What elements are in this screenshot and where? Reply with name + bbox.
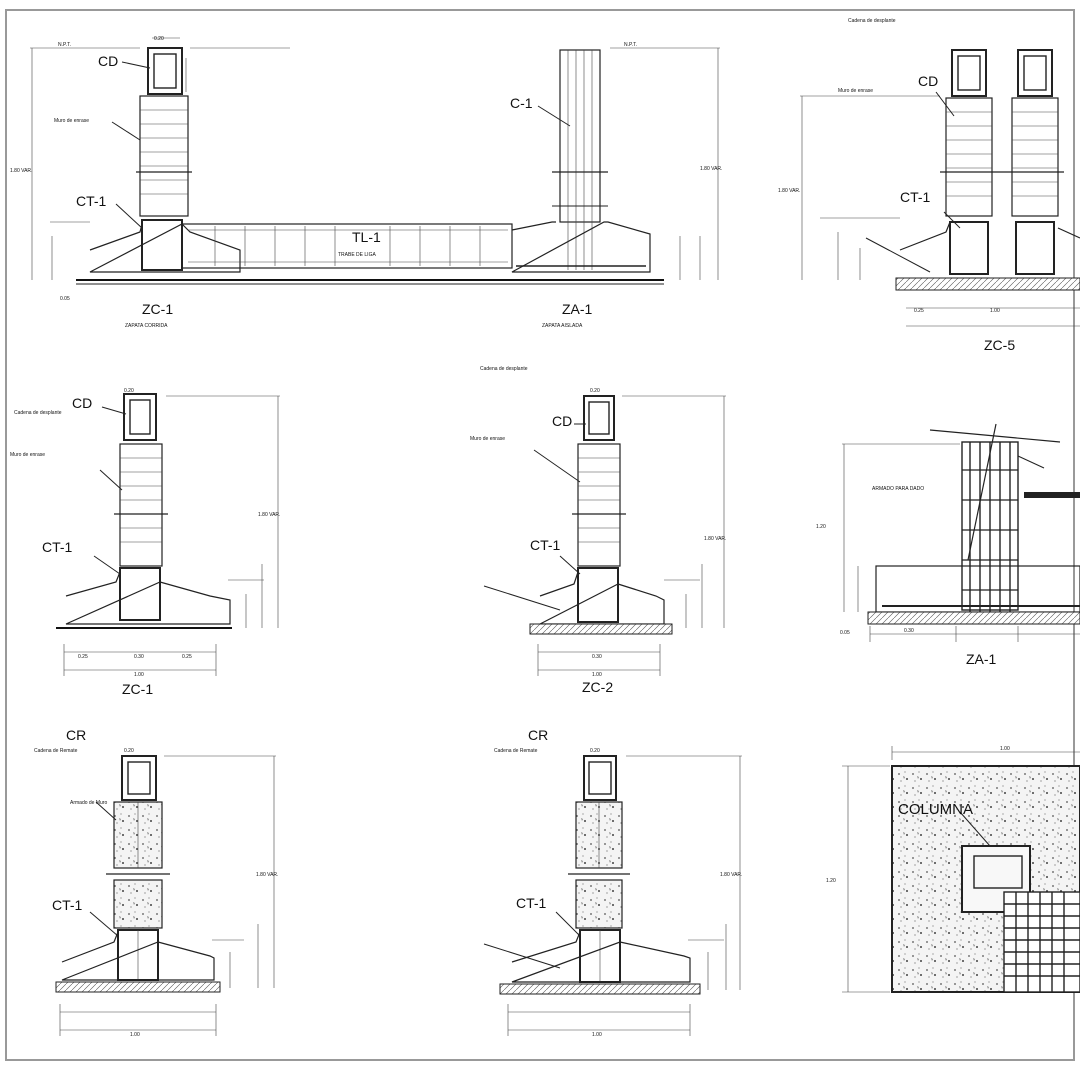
section-cr-center xyxy=(483,755,742,1036)
subtitle-zapata-corrida: ZAPATA CORRIDA xyxy=(125,323,168,329)
dim-180-2: 1.80 VAR. xyxy=(700,166,722,172)
label-columna: COLUMNA xyxy=(898,801,973,818)
note-armado-dado: ARMADO PARA DADO xyxy=(872,486,924,492)
dim-180-1: 1.80 VAR. xyxy=(10,168,32,174)
note-muro-enrase-zc2: Muro de enrase xyxy=(470,436,505,442)
label-cd-zc5: CD xyxy=(918,73,938,89)
dim-100-zc1: 1.00 xyxy=(134,672,144,678)
sheet-frame xyxy=(5,9,1075,1061)
dim-025-zc5: 0.25 xyxy=(914,308,924,314)
dim-120-plan: 1.20 xyxy=(826,878,836,884)
label-cd-1: CD xyxy=(98,53,118,69)
dim-030-zc1: 0.30 xyxy=(134,654,144,660)
section-zc1-tl1-za1 xyxy=(30,37,720,285)
dim-100-zc5: 1.00 xyxy=(990,308,1000,314)
label-ct1-1: CT-1 xyxy=(76,193,107,209)
dim-020-cr2: 0.20 xyxy=(590,748,600,754)
dim-025-zc1-a: 0.25 xyxy=(78,654,88,660)
label-cr-1: CR xyxy=(66,727,86,743)
note-muro-enrase-1: Muro de enrase xyxy=(54,118,89,124)
dim-005-za1: 0.05 xyxy=(840,630,850,636)
dim-100-cr1: 1.00 xyxy=(130,1032,140,1038)
label-ct1-cr1: CT-1 xyxy=(52,897,83,913)
label-cd-zc1: CD xyxy=(72,395,92,411)
title-zc2: ZC-2 xyxy=(582,679,613,695)
dim-npt-1: N.P.T. xyxy=(58,42,71,48)
note-muro-enrase-zc5: Muro de enrase xyxy=(838,88,873,94)
dim-020-zc2: 0.20 xyxy=(590,388,600,394)
label-ct1-cr2: CT-1 xyxy=(516,895,547,911)
note-cadena-remate-2: Cadena de Remate xyxy=(494,748,538,754)
dim-030-zc2: 0.30 xyxy=(592,654,602,660)
note-cadena-desplante-zc2: Cadena de desplante xyxy=(480,366,528,372)
label-tl1: TL-1 xyxy=(352,229,381,245)
note-cadena-remate-1: Cadena de Remate xyxy=(34,748,78,754)
section-zc2 xyxy=(483,395,726,676)
dim-100-plan: 1.00 xyxy=(1000,746,1010,752)
dim-030-za1: 0.30 xyxy=(904,628,914,634)
dim-020-cr1: 0.20 xyxy=(124,748,134,754)
label-cr-2: CR xyxy=(528,727,548,743)
title-zc1-mid: ZC-1 xyxy=(122,681,153,697)
dim-180-zc5: 1.80 VAR. xyxy=(778,188,800,194)
subtitle-trabe-liga: TRABE DE LIGA xyxy=(338,252,376,258)
note-cadena-desplante-zc1: Cadena de desplante xyxy=(14,410,62,416)
dim-020-zc1: 0.20 xyxy=(124,388,134,394)
note-cadena-desplante-zc5: Cadena de desplante xyxy=(848,18,896,24)
title-za1-top: ZA-1 xyxy=(562,301,593,317)
label-ct1-zc5: CT-1 xyxy=(900,189,931,205)
note-armado-muro: Armado de Muro xyxy=(70,800,107,806)
subtitle-zapata-aislada: ZAPATA AISLADA xyxy=(542,323,583,329)
plan-view-columna xyxy=(842,746,1080,993)
dim-180-cr1: 1.80 VAR. xyxy=(256,872,278,878)
title-zc1-top: ZC-1 xyxy=(142,301,173,317)
title-za1-mid: ZA-1 xyxy=(966,651,997,667)
dim-npt-2: N.P.T. xyxy=(624,42,637,48)
title-zc5: ZC-5 xyxy=(984,337,1015,353)
dim-025-zc1-b: 0.25 xyxy=(182,654,192,660)
dim-180-zc2: 1.80 VAR. xyxy=(704,536,726,542)
note-muro-enrase-zc1: Muro de enrase xyxy=(10,452,45,458)
dim-100-cr2: 1.00 xyxy=(592,1032,602,1038)
label-cd-zc2: CD xyxy=(552,413,572,429)
label-c1: C-1 xyxy=(510,95,533,111)
section-za1 xyxy=(842,423,1080,642)
dim-005-1: 0.05 xyxy=(60,296,70,302)
dim-180-cr2: 1.80 VAR. xyxy=(720,872,742,878)
dim-100-zc2: 1.00 xyxy=(592,672,602,678)
label-ct1-zc2: CT-1 xyxy=(530,537,561,553)
dim-180-zc1: 1.80 VAR. xyxy=(258,512,280,518)
section-zc5 xyxy=(800,49,1080,327)
section-cr-left xyxy=(55,755,276,1036)
section-zc1-mid xyxy=(56,393,280,676)
dim-120-za1: 1.20 xyxy=(816,524,826,530)
dim-020-1: 0.20 xyxy=(154,36,164,42)
label-ct1-zc1: CT-1 xyxy=(42,539,73,555)
